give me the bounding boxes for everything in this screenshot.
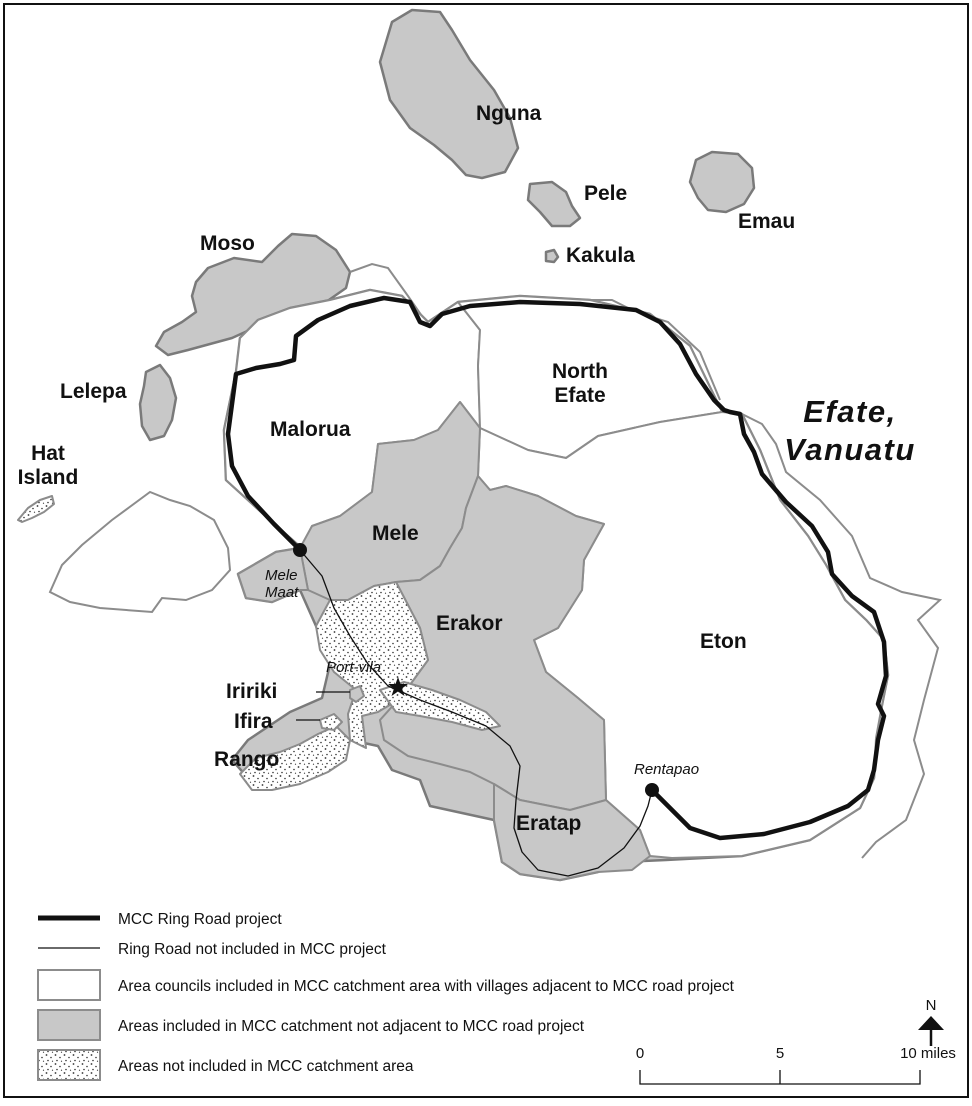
legend-label-stipple-box: Areas not included in MCC catchment area — [118, 1058, 414, 1075]
label-north-efate-line2: Efate — [554, 384, 605, 407]
map-title-line1: Efate, — [803, 394, 896, 429]
island-kakula — [544, 248, 560, 264]
ring-road-not-mcc — [299, 549, 653, 877]
island-rango — [239, 725, 351, 791]
scale-bar: 0 5 10 miles — [636, 1045, 956, 1085]
island-pele — [526, 180, 582, 228]
label-port-vila: Port-vila — [326, 659, 381, 676]
label-mele: Mele — [372, 522, 419, 545]
label-rentapao: Rentapao — [634, 761, 699, 778]
area-mele-maat-west — [237, 547, 309, 603]
area-port-vila-east — [379, 681, 501, 731]
town-marker-rentapao — [645, 783, 659, 797]
label-mele-maat-line2: Maat — [265, 584, 299, 601]
coast-line-west — [48, 490, 232, 614]
council-eratap — [493, 783, 651, 881]
legend-symbol-grey-box — [37, 1009, 101, 1041]
label-north-efate-line1: North — [552, 360, 608, 383]
mcc-ring-road — [225, 295, 889, 841]
island-lelepa — [138, 363, 178, 442]
label-mele-maat-line1: Mele — [265, 567, 298, 584]
capital-star-icon — [388, 677, 408, 696]
legend-label-grey-box: Areas included in MCC catchment not adja… — [118, 1018, 585, 1035]
scale-tick-10: 10 miles — [900, 1045, 956, 1062]
coast-line-east — [741, 413, 943, 859]
label-nguna: Nguna — [476, 102, 542, 125]
label-rango: Rango — [214, 748, 279, 771]
label-lelepa: Lelepa — [60, 380, 127, 403]
label-iririki: Iririki — [226, 680, 277, 703]
coast-line-north — [349, 262, 427, 323]
label-emau: Emau — [738, 210, 795, 233]
scale-tick-0: 0 — [636, 1045, 644, 1062]
label-pele: Pele — [584, 182, 627, 205]
label-erakor: Erakor — [436, 612, 503, 635]
scale-tick-5: 5 — [776, 1045, 784, 1062]
legend-label-thin-line: Ring Road not included in MCC project — [118, 941, 387, 958]
island-hat-island — [17, 495, 55, 523]
north-arrow: N — [918, 997, 944, 1046]
island-nguna — [378, 8, 520, 180]
north-arrow-icon — [918, 1016, 944, 1030]
island-iririki — [349, 685, 365, 703]
map-border — [3, 3, 969, 1098]
legend-symbol-stipple-box — [37, 1049, 101, 1081]
label-eratap: Eratap — [516, 812, 581, 835]
island-ifira — [319, 713, 343, 731]
area-port-vila — [315, 581, 429, 749]
label-ifira: Ifira — [234, 710, 273, 733]
label-hat-island-line1: Hat — [31, 442, 65, 465]
legend-label-white-box: Area councils included in MCC catchment … — [118, 978, 735, 995]
legend-label-thick-line: MCC Ring Road project — [118, 911, 282, 928]
label-moso: Moso — [200, 232, 255, 255]
label-hat-island-line2: Island — [18, 466, 79, 489]
label-kakula: Kakula — [566, 244, 635, 267]
town-marker-mele-maat — [293, 543, 307, 557]
island-emau — [688, 150, 756, 214]
north-arrow-label: N — [926, 997, 937, 1014]
legend-symbol-white-box — [37, 969, 101, 1001]
label-eton: Eton — [700, 630, 747, 653]
map-title-line2: Vanuatu — [784, 432, 916, 467]
legend: MCC Ring Road project Ring Road not incl… — [37, 911, 735, 1081]
label-malorua: Malorua — [270, 418, 351, 441]
